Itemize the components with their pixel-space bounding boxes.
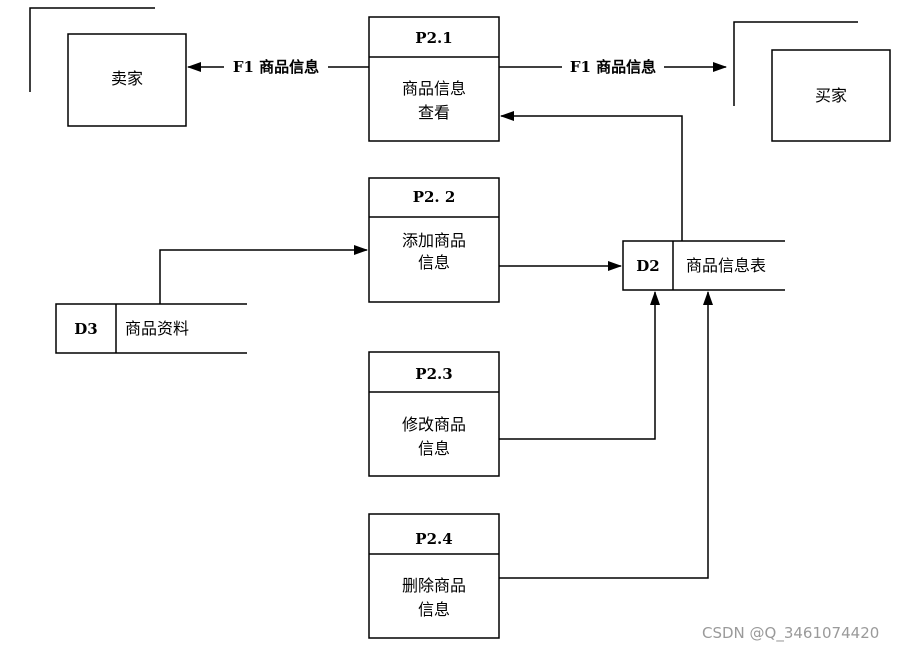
- store-d3-name: 商品资料: [125, 319, 189, 338]
- flow-p2-1-to-buyer: F1 商品信息: [499, 58, 727, 76]
- process-p2-1-line1: 商品信息: [402, 79, 466, 98]
- store-d2-name: 商品信息表: [686, 256, 766, 275]
- flow-d3-to-p2-2: [159, 245, 368, 304]
- buyer-label: 买家: [815, 86, 847, 105]
- process-p2-4: P2.4 删除商品 信息: [368, 513, 500, 639]
- flow-p2-3-to-d2: [499, 291, 660, 440]
- process-p2-2-line1: 添加商品: [402, 231, 466, 250]
- flow-p2-1-to-seller: F1 商品信息: [187, 58, 369, 76]
- csdn-watermark: CSDN @Q_3461074420: [702, 624, 880, 642]
- process-p2-4-line1: 删除商品: [402, 576, 466, 595]
- buyer-entity: 买家: [733, 21, 891, 142]
- process-p2-3: P2.3 修改商品 信息: [368, 351, 500, 477]
- process-p2-3-id: P2.3: [415, 365, 452, 383]
- process-p2-2-line2: 信息: [418, 253, 450, 272]
- store-d2-id: D2: [636, 257, 659, 275]
- flow-label-to-seller: F1 商品信息: [233, 58, 319, 76]
- seller-entity: 卖家: [29, 7, 187, 127]
- process-p2-1-line2: 查看: [418, 103, 450, 122]
- flow-p2-4-to-d2: [499, 291, 713, 579]
- process-p2-3-line2: 信息: [418, 439, 450, 458]
- process-p2-3-line1: 修改商品: [402, 415, 466, 434]
- store-d3: D3 商品资料: [55, 303, 247, 354]
- flow-label-to-buyer: F1 商品信息: [570, 58, 656, 76]
- store-d3-id: D3: [74, 320, 97, 338]
- process-p2-1: P2.1 商品信息 查看: [368, 16, 500, 142]
- process-p2-4-id: P2.4: [415, 530, 452, 548]
- flow-d2-to-p2-1: [500, 111, 683, 241]
- process-p2-1-id: P2.1: [415, 29, 452, 47]
- process-p2-4-line2: 信息: [418, 600, 450, 619]
- store-d2: D2 商品信息表: [622, 240, 785, 291]
- process-p2-2: P2. 2 添加商品 信息: [368, 177, 500, 303]
- process-p2-2-id: P2. 2: [413, 188, 456, 206]
- seller-label: 卖家: [111, 69, 143, 88]
